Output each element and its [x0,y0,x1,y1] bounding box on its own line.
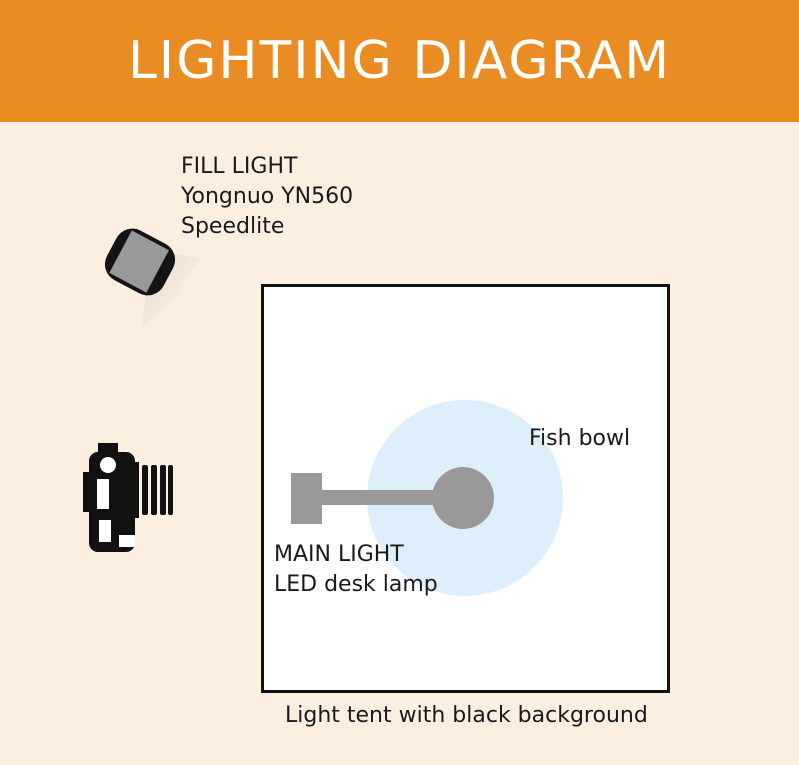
header-bar: LIGHTING DIAGRAM [0,0,799,122]
desk-lamp-icon [291,467,494,529]
light-tent-label: Light tent with black background [285,703,648,728]
speedlite-icon [104,228,200,328]
fill-light-model: Yongnuo YN560 [181,184,354,209]
main-light-type: LED desk lamp [274,572,438,597]
main-light-label: MAIN LIGHT LED desk lamp [274,540,438,600]
fill-light-type: Speedlite [181,214,285,239]
main-light-title: MAIN LIGHT [274,542,404,567]
fish-bowl-label: Fish bowl [529,426,631,451]
camera-icon [83,443,173,552]
page-title: LIGHTING DIAGRAM [127,31,672,91]
fill-light-title: FILL LIGHT [181,154,298,179]
fill-light-label: FILL LIGHT Yongnuo YN560 Speedlite [181,152,353,242]
